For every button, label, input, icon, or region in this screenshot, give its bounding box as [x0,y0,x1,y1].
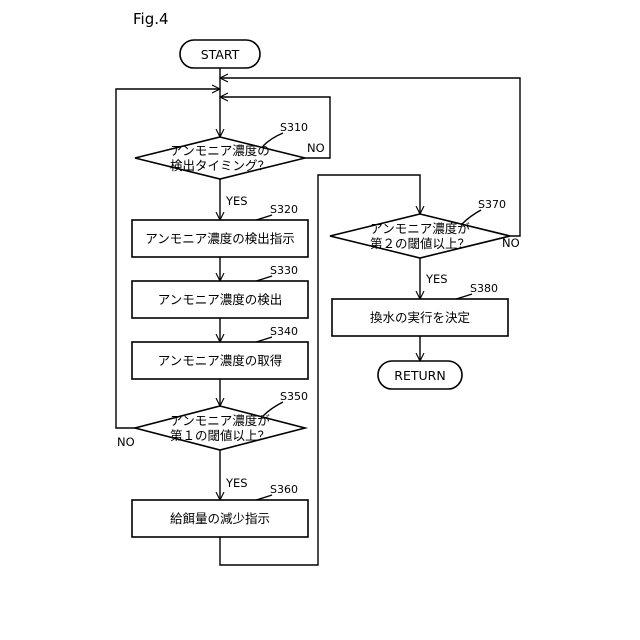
s340-text: アンモニア濃度の取得 [158,353,283,368]
s310-line2: 検出タイミング？ [170,158,270,173]
s380-step-label: S380 [470,282,498,295]
s370-step-label: S370 [478,198,506,211]
start-label: START [201,47,240,62]
s380-text: 換水の実行を決定 [370,310,470,325]
figure-label: Fig.4 [133,10,169,28]
s350-line2: 第１の閾値以上？ [170,428,270,443]
s360-text: 給餌量の減少指示 [170,511,270,526]
s350-no-label: NO [117,435,135,449]
s370-line2: 第２の閾値以上？ [370,236,470,251]
s370-yes-label: YES [425,272,448,286]
s310-yes-label: YES [225,194,248,208]
s370-no-label: NO [502,236,520,250]
s360-step-label: S360 [270,483,298,496]
s320-text: アンモニア濃度の検出指示 [145,231,295,246]
s370-leader [462,210,481,224]
s350-leader [263,402,283,416]
s350-line1: アンモニア濃度が [170,413,270,428]
s340-step-label: S340 [270,325,298,338]
return-label: RETURN [394,368,445,383]
s320-step-label: S320 [270,203,298,216]
s330-step-label: S330 [270,264,298,277]
s310-no-label: NO [307,141,325,155]
s370-line1: アンモニア濃度が [370,221,470,236]
s350-yes-label: YES [225,476,248,490]
s310-line1: アンモニア濃度の [170,143,270,158]
s310-step-label: S310 [280,121,308,134]
s330-text: アンモニア濃度の検出 [158,292,283,307]
s350-step-label: S350 [280,390,308,403]
s310-leader [263,133,283,146]
